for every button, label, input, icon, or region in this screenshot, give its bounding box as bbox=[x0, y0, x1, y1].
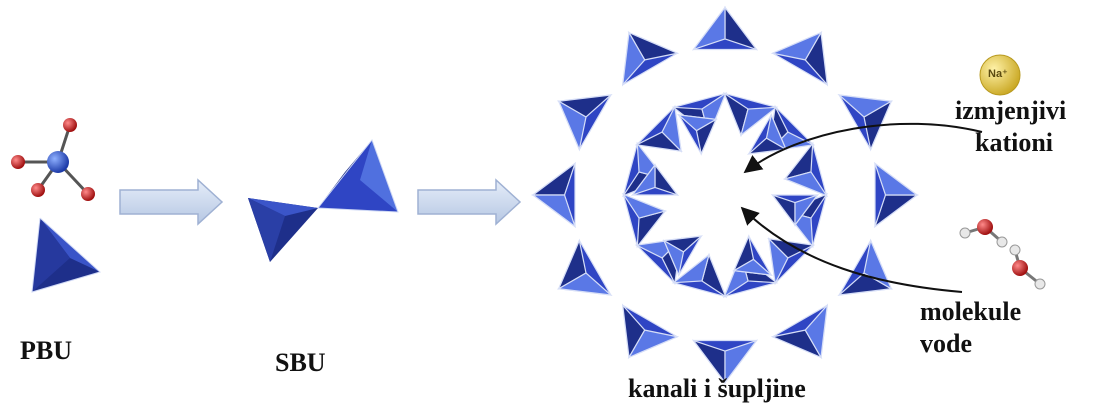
framework-outer-tetrahedron-face bbox=[627, 329, 680, 359]
block-arrow-icon bbox=[119, 178, 224, 226]
framework-label: kanali i šupljine bbox=[628, 374, 806, 403]
framework-inner-tetrahedron-face bbox=[630, 163, 656, 197]
framework-outer-tetrahedron-face bbox=[691, 5, 726, 51]
framework-inner-tetrahedron-face bbox=[794, 193, 820, 227]
zeolite-framework bbox=[531, 5, 919, 385]
sodium-ion-icon bbox=[979, 54, 1021, 96]
cations-label-line1: izmjenjivi bbox=[955, 96, 1067, 125]
sbu-label: SBU bbox=[275, 348, 326, 377]
framework-outer-tetrahedron-face bbox=[724, 339, 759, 385]
framework-outer-tetrahedron-face bbox=[770, 31, 823, 61]
framework-outer-tetrahedron-face bbox=[804, 303, 829, 360]
framework-middle-tetrahedron-face bbox=[782, 171, 829, 197]
framework-outer-tetrahedron-face bbox=[557, 99, 587, 152]
framework-outer-tetrahedron-face bbox=[837, 94, 894, 118]
water-molecule-icon bbox=[1009, 244, 1046, 290]
framework-outer-tetrahedron-face bbox=[531, 194, 577, 229]
pbu-tetrahedron-icon bbox=[31, 217, 101, 293]
block-arrow-icon bbox=[417, 178, 522, 226]
framework-middle-tetrahedron-face bbox=[767, 237, 789, 286]
framework-inner-tetrahedron-face bbox=[732, 258, 774, 276]
framework-outer-tetrahedron-face bbox=[873, 161, 919, 196]
framework-outer-tetrahedron-face bbox=[556, 272, 613, 296]
pbu-label: PBU bbox=[20, 336, 72, 365]
framework-outer-tetrahedron-face bbox=[621, 30, 646, 87]
framework-middle-tetrahedron-face bbox=[661, 104, 683, 153]
water-label-line1: molekule bbox=[920, 297, 1022, 326]
framework-middle-tetrahedron-face bbox=[671, 253, 710, 284]
water-molecule-icon bbox=[959, 219, 1008, 248]
sodium-ion-label: Na⁺ bbox=[988, 68, 1008, 80]
sio4-ball-stick-model bbox=[11, 118, 95, 201]
sbu-double-tetrahedron-icon bbox=[248, 138, 399, 262]
water-label-line2: vode bbox=[920, 329, 972, 358]
framework-inner-tetrahedron-face bbox=[662, 239, 685, 278]
framework-middle-tetrahedron-face bbox=[621, 193, 668, 219]
curved-arrow-icon bbox=[740, 206, 963, 293]
framework-inner-tetrahedron-face bbox=[765, 112, 788, 151]
cations-label-line2: kationi bbox=[975, 128, 1054, 157]
curved-arrow-icon bbox=[743, 122, 983, 174]
framework-middle-tetrahedron-face bbox=[740, 106, 779, 137]
framework-inner-tetrahedron-face bbox=[676, 114, 718, 132]
